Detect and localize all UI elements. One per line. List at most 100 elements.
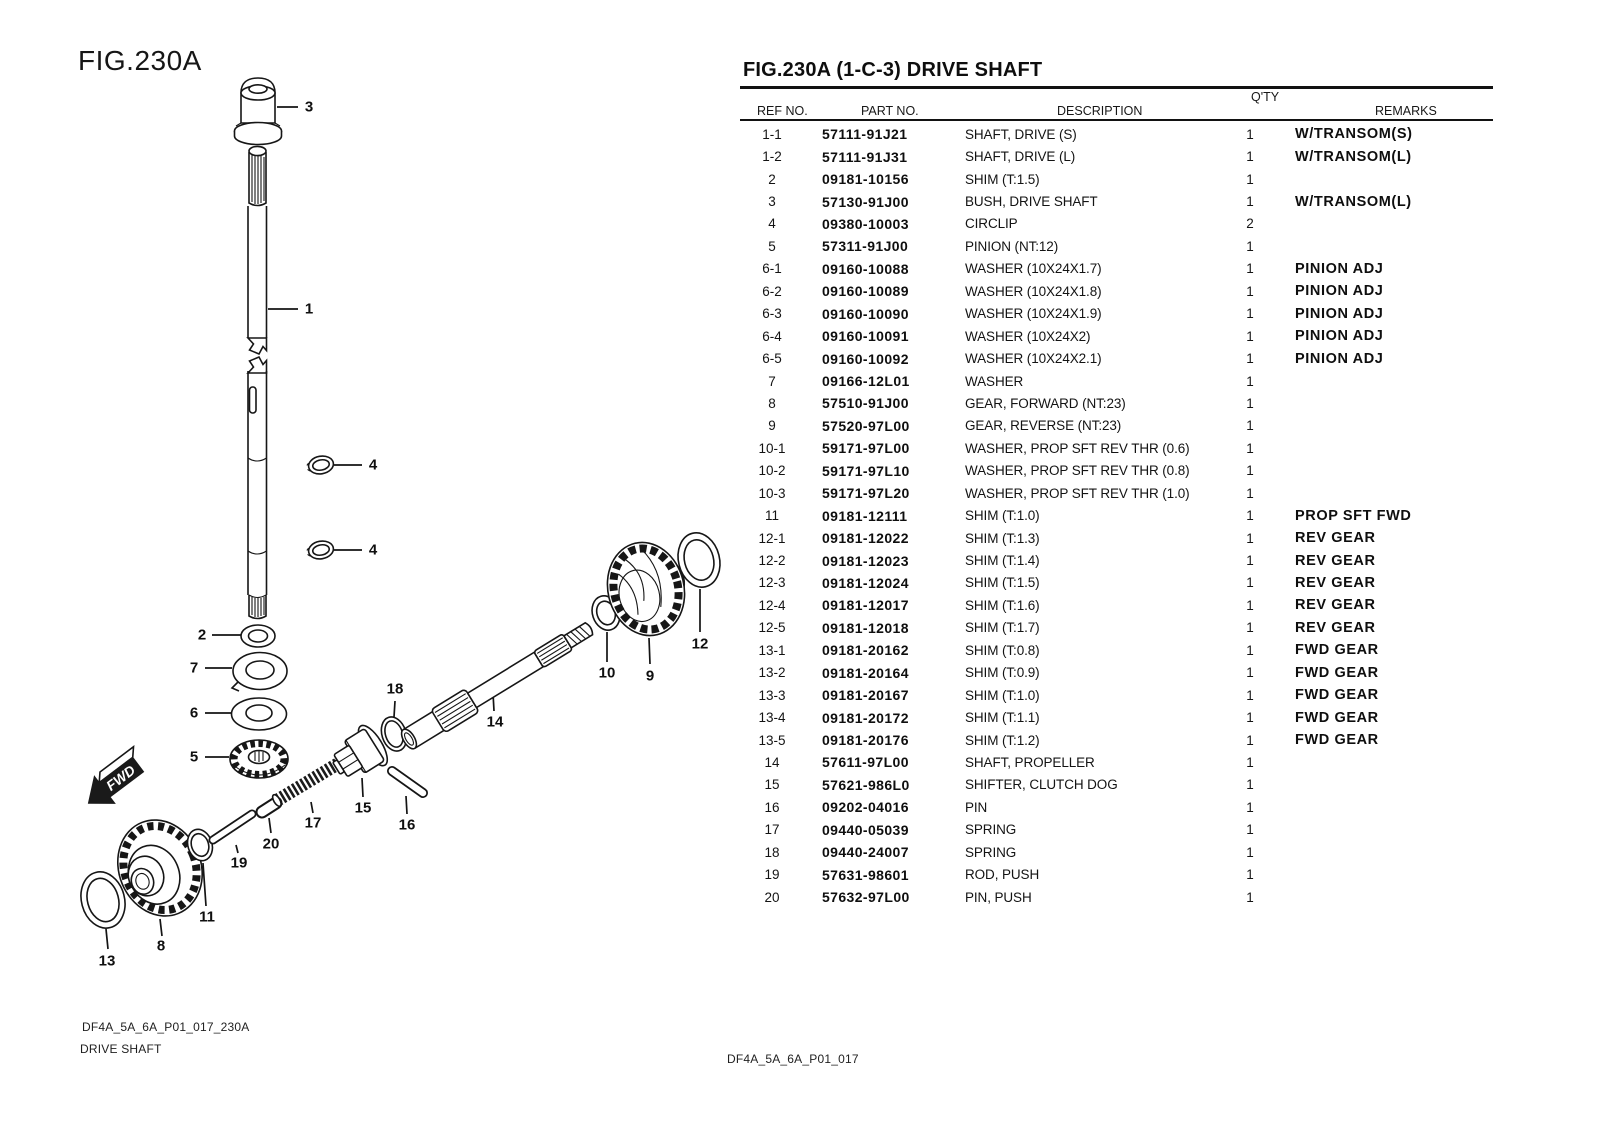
table-row: 7 09166-12L01 WASHER 1 [740, 370, 1492, 392]
ref-no-cell: 12-2 [758, 553, 786, 569]
remarks-cell: FWD GEAR [1295, 664, 1379, 681]
callout-4: 4 [368, 541, 378, 559]
part-no-cell: 09181-20164 [822, 664, 909, 681]
ref-no-cell: 11 [764, 508, 779, 524]
footer-page-code: DF4A_5A_6A_P01_017 [727, 1052, 859, 1066]
part-no-cell: 09181-20172 [822, 709, 909, 726]
part-no-cell: 57311-91J00 [822, 238, 909, 255]
ref-no-cell: 10-2 [758, 463, 786, 479]
table-row: 12-2 09181-12023 SHIM (T:1.4) 1 REV GEAR [740, 549, 1492, 571]
callout-6: 6 [189, 704, 199, 722]
ref-no-cell: 6-3 [762, 306, 782, 322]
ref-no-cell: 12-3 [758, 575, 786, 591]
callout-13: 13 [98, 952, 116, 970]
part-no-cell: 59171-97L10 [822, 462, 910, 479]
remarks-cell: FWD GEAR [1295, 732, 1379, 749]
part-no-cell: 09181-12023 [822, 552, 909, 569]
remarks-cell: PINION ADJ [1295, 350, 1384, 367]
part-no-cell: 57130-91J00 [822, 193, 909, 210]
table-row: 12-1 09181-12022 SHIM (T:1.3) 1 REV GEAR [740, 527, 1492, 549]
qty-cell: 1 [1246, 777, 1254, 793]
part-no-cell: 09160-10088 [822, 260, 909, 277]
diagram-panel: FWD [0, 0, 740, 1000]
callout-9: 9 [645, 667, 655, 685]
part-no-cell: 57510-91J00 [822, 395, 909, 412]
remarks-cell: PINION ADJ [1295, 328, 1384, 345]
qty-cell: 1 [1246, 620, 1254, 636]
remarks-cell: REV GEAR [1295, 530, 1376, 547]
title-rule [740, 86, 1493, 89]
table-row: 13-3 09181-20167 SHIM (T:1.0) 1 FWD GEAR [740, 684, 1492, 706]
callout-5: 5 [189, 748, 199, 766]
push-rod-part-19 [208, 809, 257, 845]
table-title: FIG.230A (1-C-3) DRIVE SHAFT [743, 59, 1043, 81]
ref-no-cell: 19 [764, 867, 780, 883]
table-row: 8 57510-91J00 GEAR, FORWARD (NT:23) 1 [740, 392, 1492, 414]
description-column-header: DESCRIPTION [1057, 104, 1143, 118]
ref-no-cell: 1-2 [762, 149, 782, 165]
description-cell: SHIM (T:1.4) [965, 553, 1040, 569]
qty-cell: 1 [1246, 530, 1254, 546]
qty-cell: 2 [1246, 216, 1254, 232]
shim-part-13 [80, 871, 126, 929]
parts-table-body: 1-1 57111-91J21 SHAFT, DRIVE (S) 1 W/TRA… [740, 123, 1492, 908]
qty-cell: 1 [1246, 575, 1254, 591]
qty-cell: 1 [1246, 373, 1254, 389]
qty-cell: 1 [1246, 283, 1254, 299]
ref-no-cell: 6-1 [762, 261, 782, 277]
ref-no-cell: 13-4 [758, 710, 786, 726]
part-no-cell: 57631-98601 [822, 866, 909, 883]
part-no-cell: 59171-97L00 [822, 440, 910, 457]
footer-doc-title: DRIVE SHAFT [80, 1042, 162, 1056]
part-no-cell: 09181-12022 [822, 530, 909, 547]
part-column-header: PART NO. [861, 104, 919, 118]
description-cell: SHIM (T:1.0) [965, 508, 1040, 524]
callout-10: 10 [598, 664, 616, 682]
ref-no-cell: 5 [768, 238, 776, 254]
qty-cell: 1 [1246, 463, 1254, 479]
table-row: 1-2 57111-91J31 SHAFT, DRIVE (L) 1 W/TRA… [740, 145, 1492, 167]
remarks-cell: W/TRANSOM(L) [1295, 148, 1412, 165]
ref-no-cell: 2 [768, 171, 776, 187]
pinion-part-5 [229, 739, 289, 779]
ref-column-header: REF NO. [757, 104, 808, 118]
ref-no-cell: 12-5 [758, 620, 786, 636]
ref-no-cell: 12-1 [758, 530, 786, 546]
callout-3: 3 [304, 98, 314, 116]
remarks-cell: FWD GEAR [1295, 709, 1379, 726]
part-no-cell: 09181-12017 [822, 597, 909, 614]
table-row: 6-1 09160-10088 WASHER (10X24X1.7) 1 PIN… [740, 258, 1492, 280]
table-row: 12-5 09181-12018 SHIM (T:1.7) 1 REV GEAR [740, 617, 1492, 639]
description-cell: GEAR, FORWARD (NT:23) [965, 395, 1126, 411]
qty-cell: 1 [1246, 508, 1254, 524]
ref-no-cell: 12-4 [758, 597, 786, 613]
table-row: 6-4 09160-10091 WASHER (10X24X2) 1 PINIO… [740, 325, 1492, 347]
qty-cell: 1 [1246, 126, 1254, 142]
table-row: 4 09380-10003 CIRCLIP 2 [740, 213, 1492, 235]
callout-leader-lines [105, 106, 701, 950]
table-row: 6-5 09160-10092 WASHER (10X24X2.1) 1 PIN… [740, 347, 1492, 369]
qty-cell: 1 [1246, 754, 1254, 770]
table-row: 19 57631-98601 ROD, PUSH 1 [740, 863, 1492, 885]
qty-cell: 1 [1246, 328, 1254, 344]
reverse-gear-part-9 [606, 541, 686, 637]
description-cell: SHAFT, DRIVE (S) [965, 126, 1077, 142]
table-row: 20 57632-97L00 PIN, PUSH 1 [740, 886, 1492, 908]
description-cell: WASHER (10X24X1.8) [965, 283, 1102, 299]
remarks-cell: W/TRANSOM(L) [1295, 193, 1412, 210]
description-cell: SPRING [965, 844, 1017, 860]
part-no-cell: 09181-12024 [822, 574, 909, 591]
push-pin-part-20 [255, 796, 283, 819]
description-cell: WASHER (10X24X1.9) [965, 306, 1102, 322]
qty-cell: 1 [1246, 149, 1254, 165]
table-row: 18 09440-24007 SPRING 1 [740, 841, 1492, 863]
callout-2: 2 [197, 626, 207, 644]
table-row: 5 57311-91J00 PINION (NT:12) 1 [740, 235, 1492, 257]
qty-cell: 1 [1246, 306, 1254, 322]
description-cell: SHIM (T:1.0) [965, 687, 1040, 703]
qty-cell: 1 [1246, 171, 1254, 187]
remarks-cell: FWD GEAR [1295, 642, 1379, 659]
qty-cell: 1 [1246, 687, 1254, 703]
table-row: 13-4 09181-20172 SHIM (T:1.1) 1 FWD GEAR [740, 706, 1492, 728]
